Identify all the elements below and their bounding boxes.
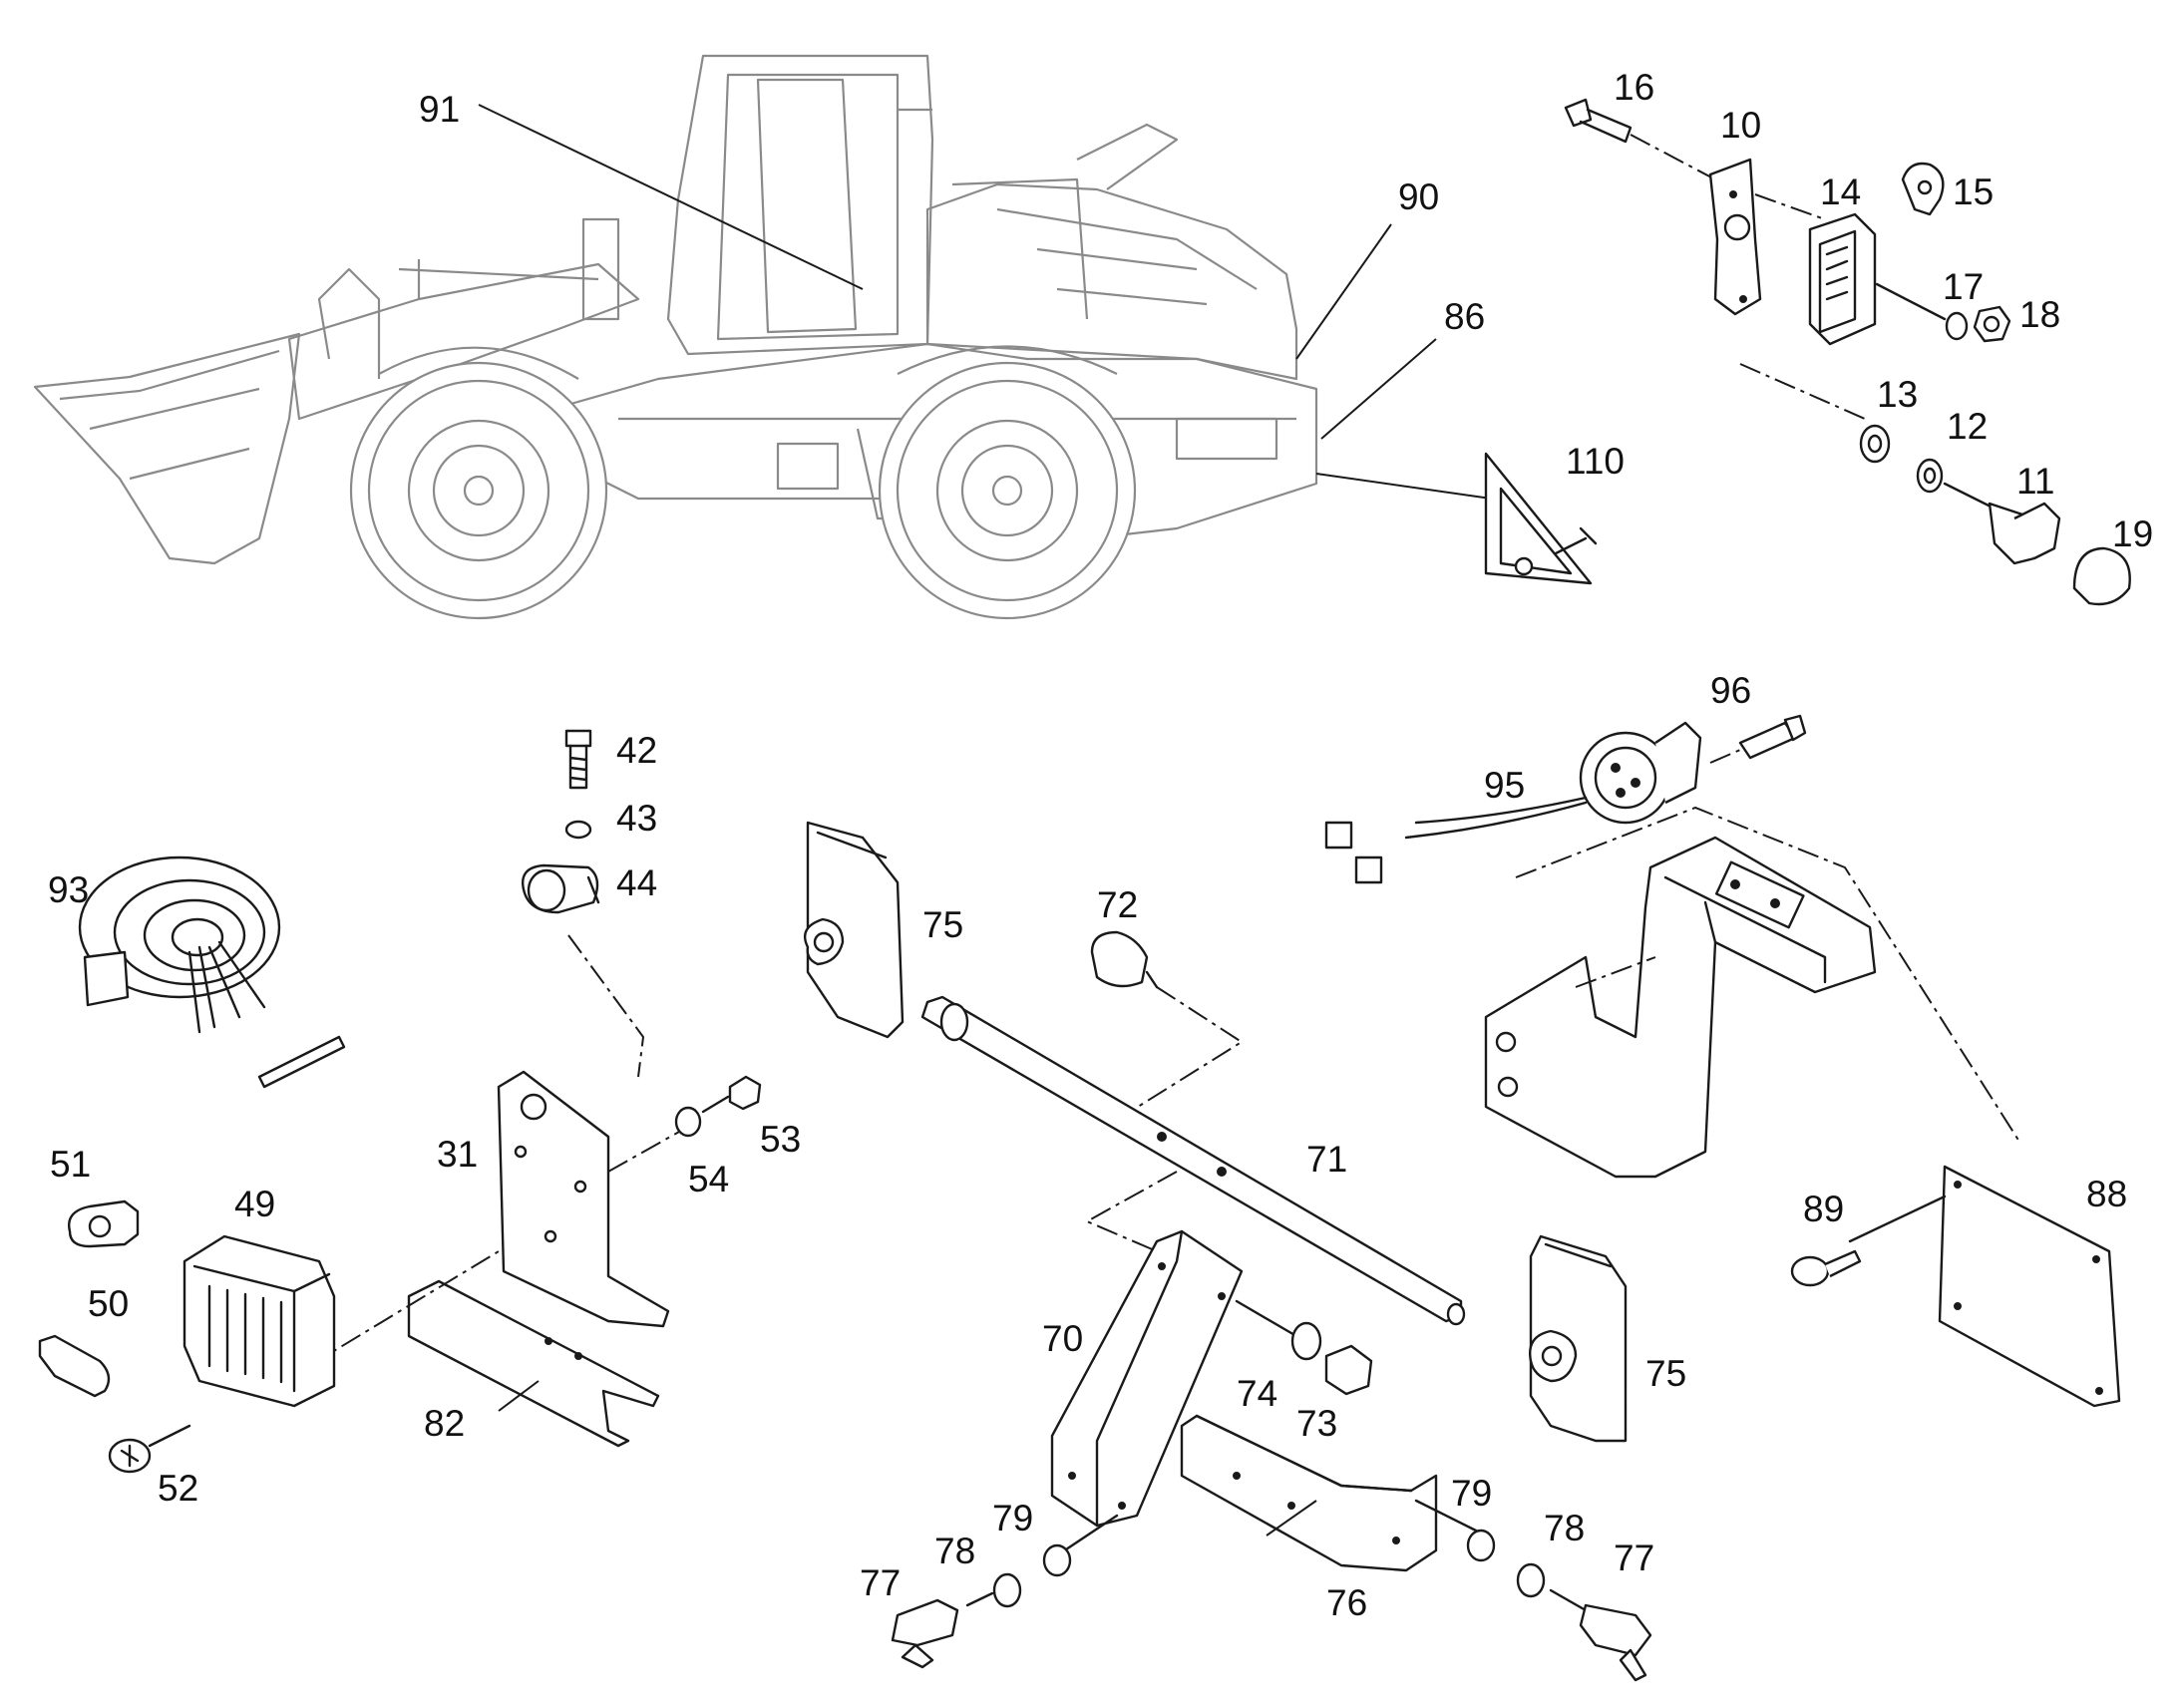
label-91: 91 xyxy=(419,89,460,130)
label-11: 11 xyxy=(2016,461,2054,502)
label-53: 53 xyxy=(760,1119,801,1160)
work-light-group xyxy=(38,729,762,1474)
label-75b: 75 xyxy=(1645,1353,1686,1394)
label-86: 86 xyxy=(1444,296,1485,337)
label-51: 51 xyxy=(50,1144,91,1185)
label-42: 42 xyxy=(616,730,657,771)
label-49: 49 xyxy=(234,1184,275,1224)
rear-lamp-group xyxy=(1564,98,2131,606)
label-13: 13 xyxy=(1877,374,1918,415)
label-82: 82 xyxy=(424,1403,465,1444)
socket-bracket-group xyxy=(1324,714,2121,1408)
label-74: 74 xyxy=(1237,1373,1277,1414)
label-78a: 78 xyxy=(934,1531,975,1571)
label-50: 50 xyxy=(88,1283,129,1324)
label-93: 93 xyxy=(48,869,89,910)
label-52: 52 xyxy=(158,1468,198,1509)
label-89: 89 xyxy=(1803,1189,1844,1229)
label-19: 19 xyxy=(2112,513,2153,554)
label-12: 12 xyxy=(1947,406,1988,447)
label-16: 16 xyxy=(1614,67,1654,108)
loader-leader-lines xyxy=(478,104,1492,500)
triangle-reflector-part xyxy=(1484,452,1598,585)
label-96: 96 xyxy=(1710,670,1751,711)
label-70: 70 xyxy=(1042,1318,1083,1359)
label-72: 72 xyxy=(1097,884,1138,925)
label-43: 43 xyxy=(616,798,657,839)
label-110: 110 xyxy=(1566,441,1625,482)
label-31: 31 xyxy=(437,1134,478,1175)
wheel-loader-illustration xyxy=(33,54,1318,620)
label-77a: 77 xyxy=(860,1562,901,1603)
label-77b: 77 xyxy=(1614,1537,1654,1578)
label-95: 95 xyxy=(1484,765,1525,806)
label-44: 44 xyxy=(616,862,657,903)
label-79b: 79 xyxy=(1451,1473,1492,1514)
label-73: 73 xyxy=(1296,1403,1337,1444)
label-90: 90 xyxy=(1398,176,1439,217)
label-71: 71 xyxy=(1306,1139,1347,1180)
label-88: 88 xyxy=(2086,1174,2127,1214)
label-10: 10 xyxy=(1720,105,1761,146)
label-79a: 79 xyxy=(992,1498,1033,1538)
label-18: 18 xyxy=(2019,294,2060,335)
label-76: 76 xyxy=(1326,1582,1367,1623)
mirror-arm-group xyxy=(803,821,1652,1682)
label-78b: 78 xyxy=(1544,1508,1585,1548)
label-14: 14 xyxy=(1820,171,1861,212)
label-75a: 75 xyxy=(922,904,963,945)
part-number-labels: 91 90 86 110 16 10 14 15 17 18 13 12 11 … xyxy=(48,67,2153,1623)
label-54: 54 xyxy=(688,1159,729,1199)
label-17: 17 xyxy=(1943,266,1984,307)
label-15: 15 xyxy=(1953,171,1994,212)
